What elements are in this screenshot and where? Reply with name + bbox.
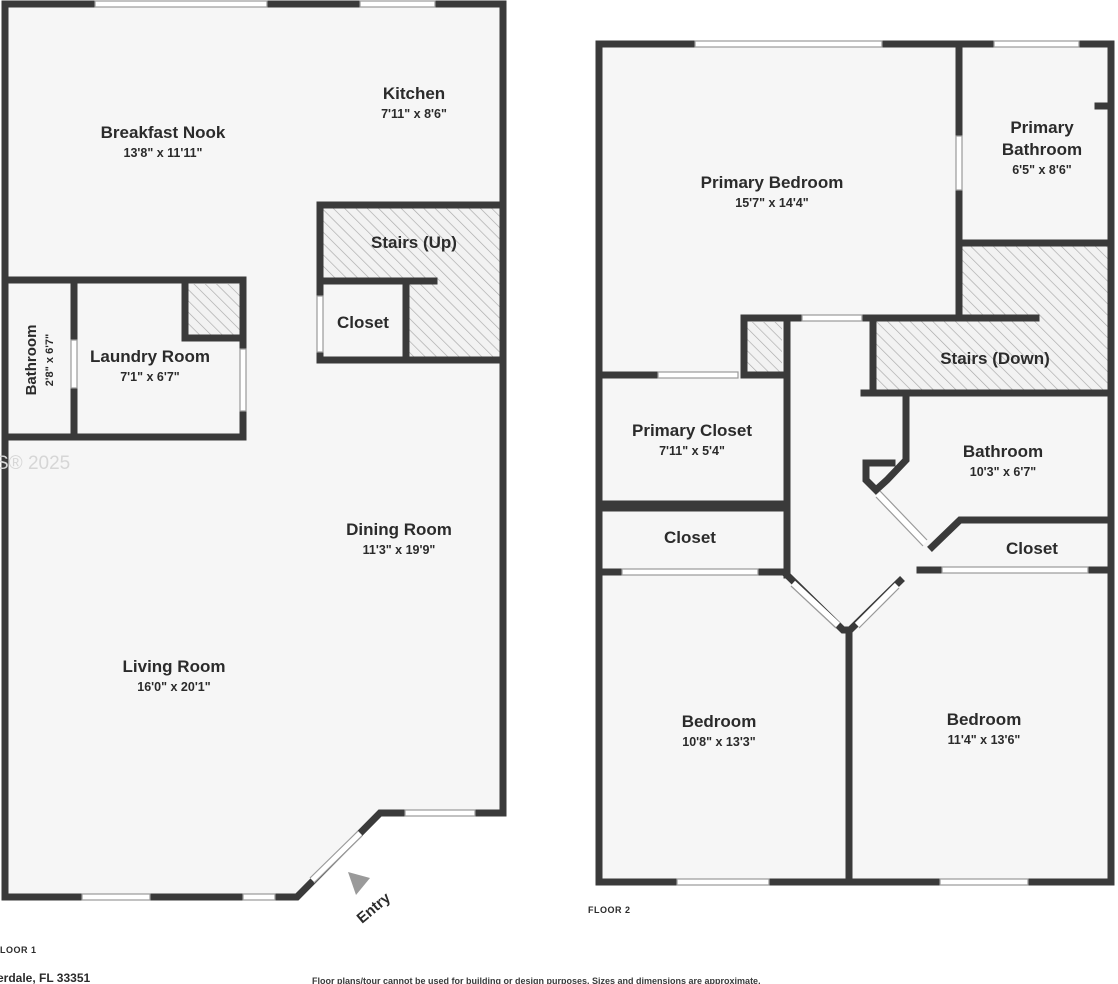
floor-2: Primary Bedroom 15'7" x 14'4" Primary Ba… — [588, 40, 1115, 915]
laundry-room-name: Laundry Room — [90, 347, 210, 366]
disclaimer-text: Floor plans/tour cannot be used for buil… — [312, 976, 761, 984]
window-bottom-1 — [81, 893, 151, 901]
bathroom-door-edge-b — [879, 490, 928, 541]
left-bedroom-door-edge — [790, 585, 837, 629]
window-top-1 — [94, 0, 268, 8]
stairs-up-walls — [316, 201, 507, 364]
left-closet-door-opening — [621, 568, 759, 576]
floor-1-outer-walls — [1, 0, 507, 901]
entry-door-edge-b — [313, 835, 363, 884]
primary-bathroom-name-line1: Primary — [1010, 118, 1074, 137]
floor-1-label: FLOOR 1 — [0, 945, 37, 955]
primary-bathroom-dim: 6'5" x 8'6" — [1012, 163, 1072, 177]
right-closet-door-opening — [941, 566, 1089, 574]
bathroom-f1-dim: 2'8" x 6'7" — [44, 334, 56, 386]
primary-bathroom-walls — [955, 40, 1115, 322]
entry-label: Entry — [354, 889, 395, 927]
window-f2-top-1 — [694, 40, 883, 48]
breakfast-nook-dim: 13'8" x 11'11" — [124, 146, 203, 160]
bedroom-right-name: Bedroom — [947, 710, 1022, 729]
primary-closet-name: Primary Closet — [632, 421, 752, 440]
primary-bath-door-opening — [955, 135, 963, 191]
primary-bathroom-name-line2: Bathroom — [1002, 140, 1082, 159]
floor-1: Entry Breakfast Nook 13'8" x 11'11" Kitc… — [0, 0, 507, 955]
window-f2-bottom-2 — [939, 878, 1029, 886]
left-bedroom-door-diagonal — [790, 580, 841, 628]
floor-1-area — [5, 4, 503, 897]
right-bedroom-door-diagonal — [854, 582, 900, 628]
bathroom-door-opening — [70, 339, 78, 389]
living-room-name: Living Room — [123, 657, 226, 676]
window-bottom-3 — [404, 809, 476, 817]
floor-2-label: FLOOR 2 — [588, 905, 631, 915]
living-room-dim: 16'0" x 20'1" — [137, 680, 210, 694]
bathroom-f2-name: Bathroom — [963, 442, 1043, 461]
window-f2-top-2 — [993, 40, 1080, 48]
entry-arrow-icon — [348, 872, 370, 895]
window-top-2 — [359, 0, 436, 8]
laundry-utility-hatch — [185, 284, 241, 336]
watermark-text: S® 2025 — [0, 453, 70, 474]
bedroom-left-dim: 10'8" x 13'3" — [682, 735, 755, 749]
breakfast-nook-name: Breakfast Nook — [101, 123, 226, 142]
closet-f1-name: Closet — [337, 313, 389, 332]
window-f2-bottom-1 — [676, 878, 770, 886]
address-text: erdale, FL 33351 — [0, 971, 90, 984]
stairs-up-name: Stairs (Up) — [371, 233, 457, 252]
hall-walls — [740, 314, 804, 579]
primary-bedroom-dim: 15'7" x 14'4" — [735, 196, 808, 210]
floor-2-area — [599, 44, 1111, 882]
bedroom-left-name: Bedroom — [682, 712, 757, 731]
entry-door-opening — [309, 830, 363, 883]
bathroom-door-edge-a — [875, 496, 924, 547]
primary-closet-dim: 7'11" x 5'4" — [659, 444, 725, 458]
stairs-down-name: Stairs (Down) — [940, 349, 1050, 368]
linen-utility-hatch — [746, 322, 782, 372]
laundry-door-opening — [239, 348, 247, 412]
dining-room-name: Dining Room — [346, 520, 452, 539]
primary-closet-door-opening — [657, 371, 739, 379]
dining-room-dim: 11'3" x 19'9" — [363, 543, 436, 557]
laundry-room-dim: 7'1" x 6'7" — [120, 370, 180, 384]
bathroom-f1-name: Bathroom — [23, 325, 40, 396]
right-bedroom-door-edge — [858, 587, 900, 629]
kitchen-dim: 7'11" x 8'6" — [381, 107, 447, 121]
kitchen-name: Kitchen — [383, 84, 445, 103]
primary-bedroom-door-opening — [801, 314, 863, 322]
window-bottom-2 — [242, 893, 276, 901]
bathroom-f2-dim: 10'3" x 6'7" — [970, 465, 1037, 479]
primary-bedroom-name: Primary Bedroom — [701, 173, 844, 192]
closet-door-opening — [316, 295, 324, 353]
bathroom-door-diagonal — [875, 491, 928, 546]
bathroom-f2-walls — [862, 389, 1115, 574]
closet-left-name: Closet — [664, 528, 716, 547]
bedroom-right-dim: 11'4" x 13'6" — [948, 733, 1021, 747]
entry-door-edge-a — [309, 830, 359, 879]
primary-closet-walls — [595, 371, 789, 512]
closet-right-name: Closet — [1006, 539, 1058, 558]
